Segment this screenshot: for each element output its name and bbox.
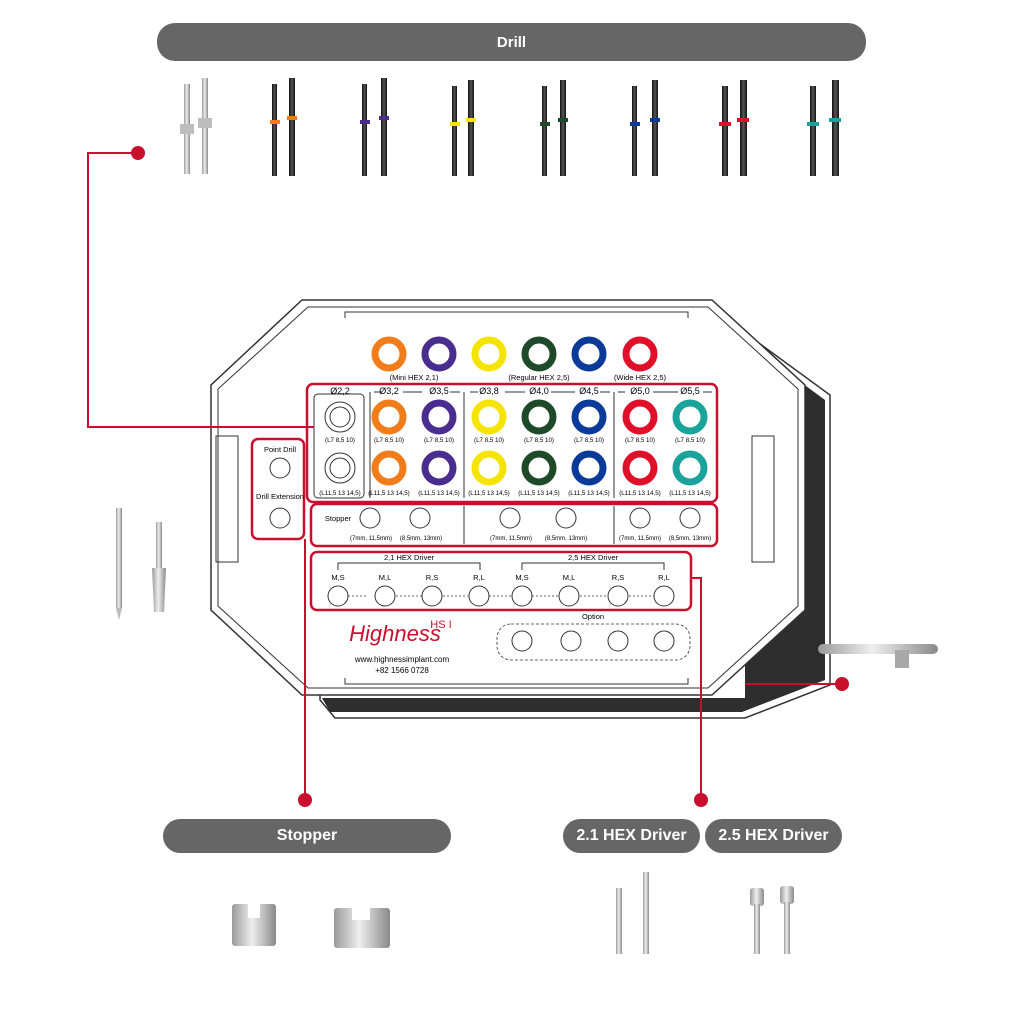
stopper-size: (8,5mm, 13mm): [545, 536, 587, 542]
length-label: (L7 8,5 10): [474, 437, 504, 444]
top-color-rings: [371, 336, 658, 372]
stopper-label: Stopper: [325, 514, 352, 523]
drill-extension-image: [152, 522, 166, 612]
length-label: (L7 8,5 10): [325, 437, 355, 444]
length-label: (L11,5 13 14,5): [568, 490, 610, 497]
diameter-label: Ø3,2: [379, 386, 399, 396]
drill-pair-icon: [719, 80, 749, 176]
length-label: (L11,5 13 14,5): [619, 490, 661, 497]
drill-pair-icon: [270, 78, 297, 176]
tray-case-shadow: [319, 321, 831, 719]
length-label: (L7 8,5 10): [374, 437, 404, 444]
length-label: (L7 8,5 10): [424, 437, 454, 444]
length-label: (L7 8,5 10): [625, 437, 655, 444]
regular-hex-label: (Regular HEX 2,5): [508, 373, 570, 382]
ratchet-image: [818, 644, 938, 668]
diameter-label: Ø4,5: [579, 386, 599, 396]
wide-hex-label: (Wide HEX 2,5): [614, 373, 667, 382]
stopper-images: [232, 904, 390, 948]
drill-slots-short: [324, 399, 708, 435]
stopper-block: [309, 502, 719, 548]
diameter-label: Ø2,2: [330, 386, 350, 396]
connector-lines: [87, 152, 842, 800]
drill-block: [305, 382, 719, 504]
length-label: (L11,5 13 14,5): [669, 490, 711, 497]
drill-pair-icon: [450, 80, 476, 176]
length-label: (L7 8,5 10): [524, 437, 554, 444]
length-label: (L11,5 13 14,5): [518, 490, 560, 497]
driver-size: R,L: [473, 573, 485, 582]
drill-header: Drill: [157, 23, 866, 61]
driver-block: [309, 550, 693, 612]
brand-logo: Highness: [349, 621, 441, 646]
driver-size: R,S: [426, 573, 439, 582]
stopper-size: (7mm, 11,5mm): [490, 536, 532, 542]
driver-size: R,S: [612, 573, 625, 582]
length-label: (L11,5 13 14,5): [468, 490, 510, 497]
length-label: (L11,5 13 14,5): [418, 490, 460, 497]
website-text: www.highnessimplant.com: [354, 655, 450, 664]
hex25-driver-header: 2.5 HEX Driver: [705, 819, 842, 853]
stopper-size: (7mm, 11,5mm): [619, 536, 661, 542]
point-drill-label: Point Drill: [264, 445, 296, 454]
drill-extension-label: Drill Extension: [256, 492, 304, 501]
stopper-size: (7mm, 11,5mm): [350, 536, 392, 542]
phone-text: +82 1566 0728: [375, 666, 429, 675]
drill-pair-icon: [540, 80, 568, 176]
hex25-driver-images: [750, 886, 794, 954]
length-label: (L7 8,5 10): [675, 437, 705, 444]
stopper-size: (8,5mm, 13mm): [400, 536, 442, 542]
point-drill-image: [116, 508, 122, 620]
hex21-driver-images: [616, 872, 649, 954]
mini-hex-label: (Mini HEX 2,1): [390, 373, 439, 382]
hex21-driver-header: 2.1 HEX Driver: [563, 819, 700, 853]
driver-size: M,L: [379, 573, 392, 582]
brand-model: HS I: [430, 619, 451, 631]
driver-size: M,L: [563, 573, 576, 582]
twist-drill-icon: [180, 78, 212, 174]
drill-slots-long: [324, 450, 708, 486]
drill-product-images: [180, 78, 841, 176]
diameter-label: Ø3,8: [479, 386, 499, 396]
length-label: (L7 8,5 10): [574, 437, 604, 444]
stopper-header: Stopper: [163, 819, 451, 853]
stopper-size: (8,5mm, 13mm): [669, 536, 711, 542]
tray-case: [210, 299, 806, 696]
driver25-title: 2,5 HEX Driver: [568, 553, 619, 562]
length-label: (L11,5 13 14,5): [319, 490, 361, 497]
point-drill-block: [250, 437, 306, 541]
driver21-title: 2,1 HEX Driver: [384, 553, 435, 562]
option-label: Option: [582, 612, 604, 621]
length-label: (L11,5 13 14,5): [368, 490, 410, 497]
driver-size: M,S: [331, 573, 344, 582]
diameter-label: Ø5,0: [630, 386, 650, 396]
option-block: [496, 623, 691, 661]
drill-pair-icon: [630, 80, 660, 176]
driver-size: R,L: [658, 573, 670, 582]
drill-pair-icon: [360, 78, 389, 176]
diameter-label: Ø5,5: [680, 386, 700, 396]
diameter-label: Ø3,5: [429, 386, 449, 396]
connector-dots: [131, 146, 849, 807]
drill-pair-icon: [807, 80, 841, 176]
driver-size: M,S: [515, 573, 528, 582]
diameter-label: Ø4,0: [529, 386, 549, 396]
